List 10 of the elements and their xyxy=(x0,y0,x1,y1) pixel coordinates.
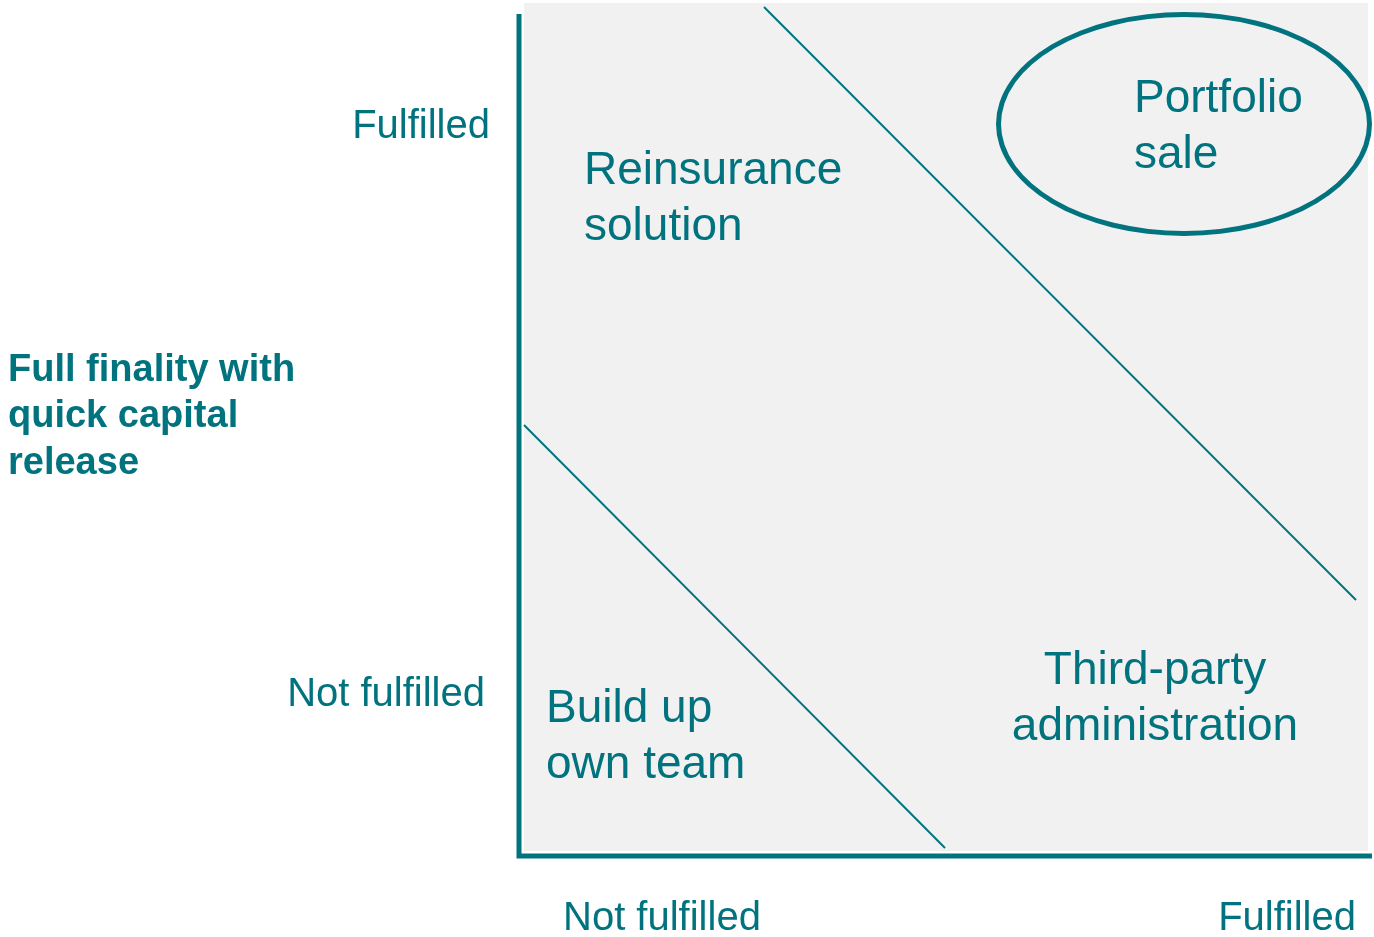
option-ellipse xyxy=(996,12,1372,236)
region-label: Reinsurance solution xyxy=(584,142,843,251)
axis-tick-label: Fulfilled xyxy=(1218,894,1356,937)
axis-tick-label: Not fulfilled xyxy=(563,894,761,937)
axis-tick-label: Not fulfilled xyxy=(287,670,485,714)
axis-tick-label: Fulfilled xyxy=(352,102,490,146)
region-label: Build up own team xyxy=(546,680,746,789)
region-label: Third-party administration xyxy=(1011,642,1299,751)
region-label: Portfolio sale xyxy=(1134,68,1304,180)
axis-title: Full finality with quick capital release xyxy=(8,347,296,482)
